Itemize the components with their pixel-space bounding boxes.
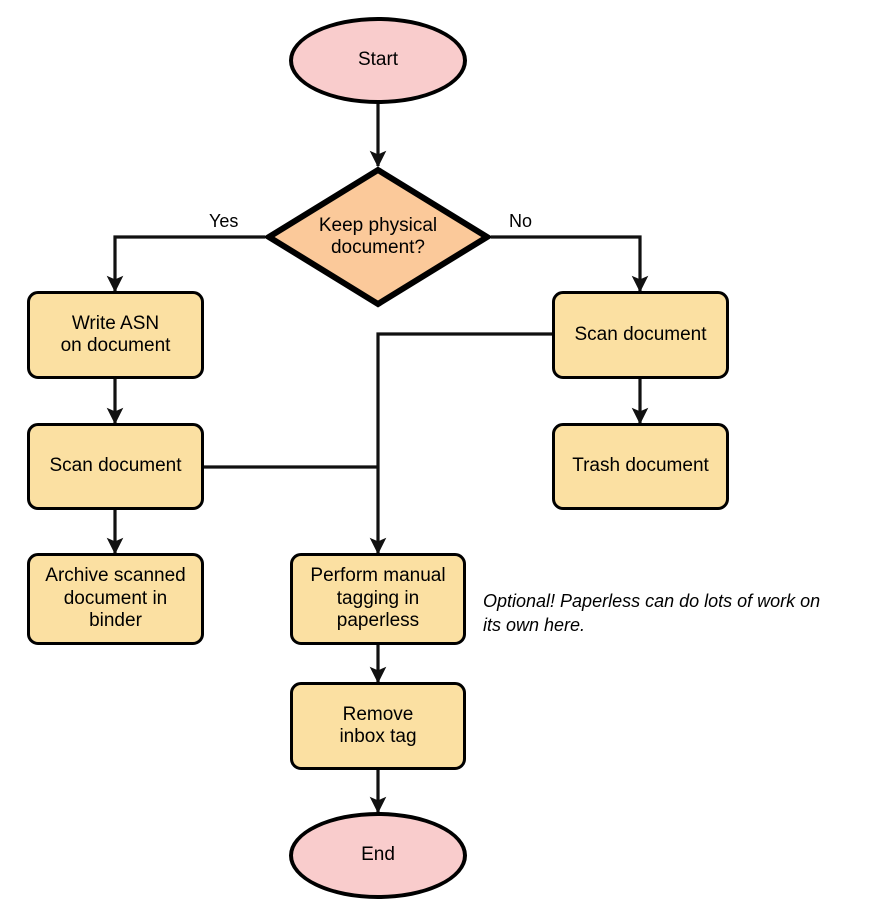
node-write-asn-on-document-label: Write ASN on document <box>60 312 171 356</box>
node-trash-document-label: Trash document <box>572 455 709 477</box>
node-perform-manual-tagging-label: Perform manual tagging in paperless <box>310 565 446 632</box>
decision-diamond-shape <box>265 166 491 308</box>
node-end[interactable]: End <box>289 812 467 899</box>
edge-label-yes: Yes <box>209 211 239 231</box>
node-scan-document-left[interactable]: Scan document <box>27 423 204 510</box>
node-keep-physical-document[interactable]: Keep physical document? <box>265 166 491 308</box>
edge-decision-no-to-scan-right <box>491 235 649 293</box>
node-write-asn-on-document[interactable]: Write ASN on document <box>27 291 204 379</box>
annotation-optional-note: Optional! Paperless can do lots of work … <box>483 591 821 636</box>
node-start[interactable]: Start <box>289 17 467 104</box>
node-trash-document[interactable]: Trash document <box>552 423 729 510</box>
node-remove-inbox-tag-label: Remove inbox tag <box>339 703 417 747</box>
node-scan-document-right-label: Scan document <box>574 323 707 345</box>
edge-scan-right-to-manual-tagging <box>369 332 552 555</box>
node-archive-scanned-document-label: Archive scanned document in binder <box>45 565 186 632</box>
node-perform-manual-tagging[interactable]: Perform manual tagging in paperless <box>290 553 466 645</box>
edge-decision-yes-to-write-asn <box>106 235 265 293</box>
node-scan-document-left-label: Scan document <box>49 455 182 477</box>
node-end-label: End <box>361 844 395 866</box>
edge-label-no: No <box>509 211 533 231</box>
node-remove-inbox-tag[interactable]: Remove inbox tag <box>290 682 466 770</box>
node-start-label: Start <box>357 49 399 71</box>
node-scan-document-right[interactable]: Scan document <box>552 291 729 379</box>
node-archive-scanned-document[interactable]: Archive scanned document in binder <box>27 553 204 645</box>
